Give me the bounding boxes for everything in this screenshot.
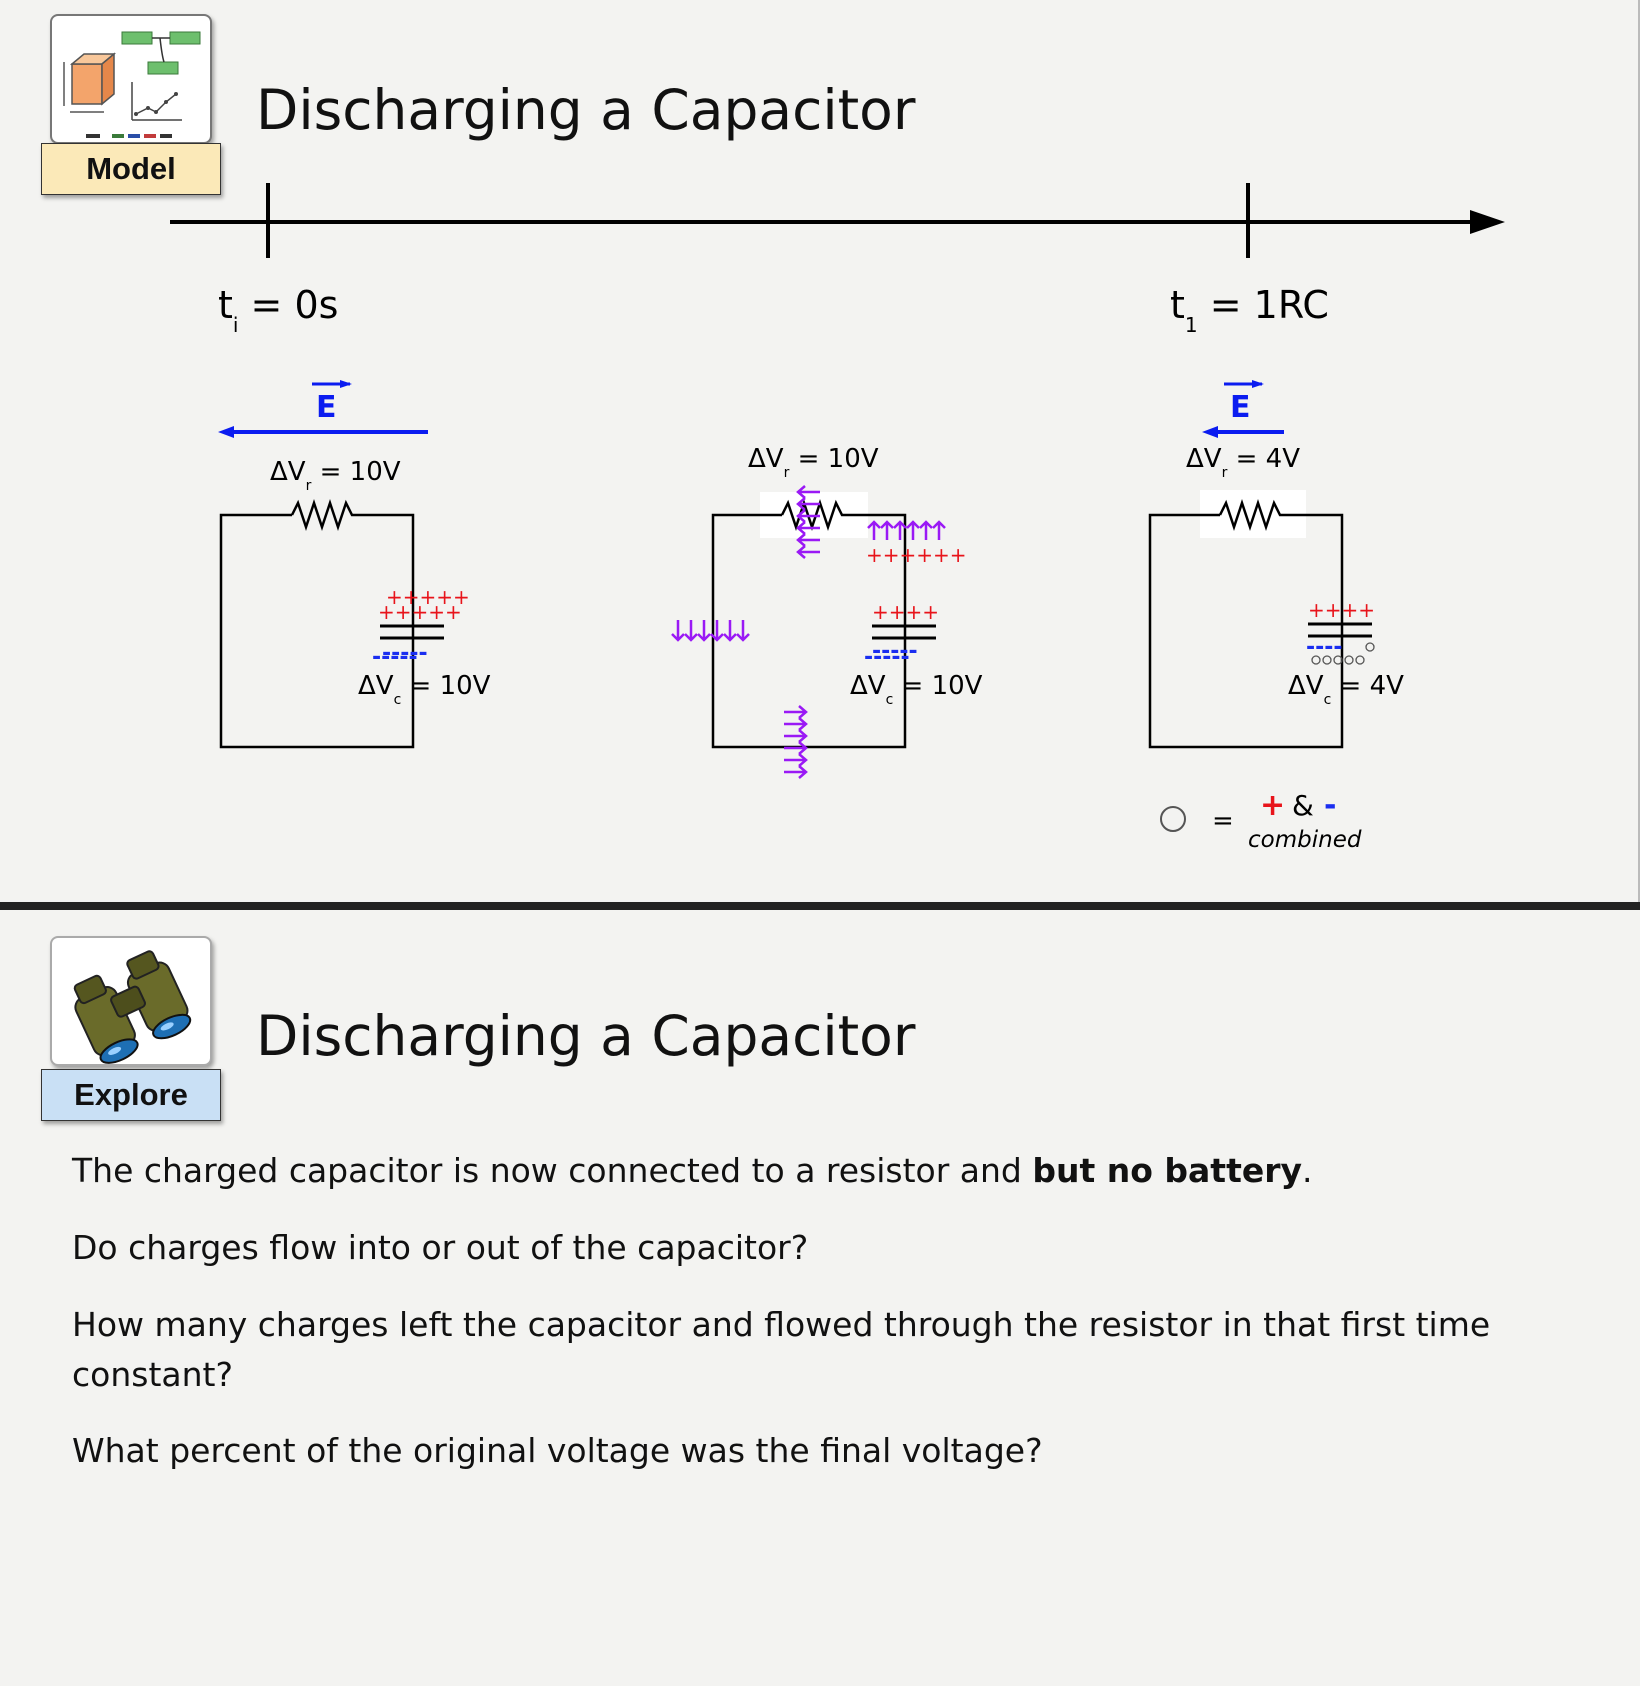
model-diagram-icon — [63, 31, 201, 138]
flow-arrows-resistor — [796, 485, 820, 559]
wire-1 — [219, 513, 415, 749]
p1-text: The charged capacitor is now connected t… — [72, 1151, 1033, 1190]
slide-divider — [0, 902, 1640, 910]
plus-charges-2b: ++++ — [872, 600, 939, 624]
circuit-2: ΔVr = 10V ++++++ — [671, 444, 983, 779]
plus-charges-2a: ++++++ — [866, 543, 967, 567]
wire-3 — [1148, 513, 1344, 749]
label-t-initial: ti = 0s — [218, 283, 338, 337]
legend-equals: = — [1212, 806, 1234, 836]
dvc-label-2: ΔVc = 10V — [850, 671, 983, 708]
dvc-label-3: ΔVc = 4V — [1288, 671, 1404, 708]
legend-minus: - — [1324, 788, 1336, 823]
model-diagram: ti = 0s t1 = 1RC E ΔVr = 10V +++++ +++++… — [170, 183, 1505, 853]
plus-charges-1a: +++++ — [386, 585, 470, 609]
combined-legend: = + & - combined — [1160, 788, 1362, 853]
minus-charges-1b: ----- — [382, 641, 428, 666]
plus-charges-1b: +++++ — [378, 600, 462, 624]
flow-arrows-up — [867, 520, 946, 540]
dvr-label-1: ΔVr = 10V — [270, 457, 401, 494]
minus-charges-2: ----- — [864, 645, 910, 670]
field-label-1: E — [316, 390, 337, 425]
circuit-3: E ΔVr = 4V ++++ ---- ΔVc = 4V — [1148, 380, 1404, 749]
circuit-1: E ΔVr = 10V +++++ +++++ ----- ----- ΔVc … — [218, 380, 491, 749]
flow-arrows-right — [784, 705, 808, 779]
model-badge-label: Model — [41, 143, 221, 195]
model-title: Discharging a Capacitor — [256, 78, 916, 142]
legend-plus: + — [1260, 788, 1285, 823]
plus-charges-3: ++++ — [1308, 598, 1375, 622]
dvc-label-1: ΔVc = 10V — [358, 671, 491, 708]
combined-charge-icon — [1160, 806, 1186, 832]
wire-2 — [711, 513, 907, 749]
p1-bold: but no battery — [1032, 1151, 1303, 1190]
explore-slide: Explore Discharging a Capacitor The char… — [0, 910, 1640, 1686]
timeline — [170, 183, 1505, 258]
explore-title: Discharging a Capacitor — [256, 1004, 916, 1068]
dvr-label-3: ΔVr = 4V — [1186, 444, 1300, 481]
minus-charges-2b: ----- — [872, 639, 918, 664]
explore-badge — [50, 936, 212, 1066]
resistor-3 — [1218, 499, 1300, 531]
binoculars-icon — [73, 950, 192, 1064]
explore-badge-label: Explore — [41, 1069, 221, 1121]
model-slide: Model Discharging a Capacitor ti = 0s t1… — [41, 14, 1505, 853]
p1-end: . — [1302, 1151, 1313, 1190]
legend-amp: & — [1292, 789, 1314, 822]
explore-paragraph-1: The charged capacitor is now connected t… — [72, 1146, 1552, 1196]
minus-charges-1: ----- — [372, 645, 418, 670]
combined-charges-3 — [1311, 642, 1375, 665]
flow-arrows-down — [671, 620, 750, 642]
explore-paragraph-4: What percent of the original voltage was… — [72, 1431, 1043, 1470]
dvr-label-2: ΔVr = 10V — [748, 444, 879, 481]
resistor-1 — [290, 499, 372, 531]
slide-edge — [1638, 0, 1640, 902]
model-badge — [50, 14, 212, 144]
explore-paragraph-2: Do charges flow into or out of the capac… — [72, 1228, 809, 1267]
label-t-final: t1 = 1RC — [1170, 283, 1329, 337]
field-label-3: E — [1230, 390, 1251, 425]
legend-combined: combined — [1248, 827, 1362, 853]
timeline-arrow-head — [1470, 210, 1505, 234]
explore-paragraph-3: How many charges left the capacitor and … — [72, 1305, 1491, 1394]
